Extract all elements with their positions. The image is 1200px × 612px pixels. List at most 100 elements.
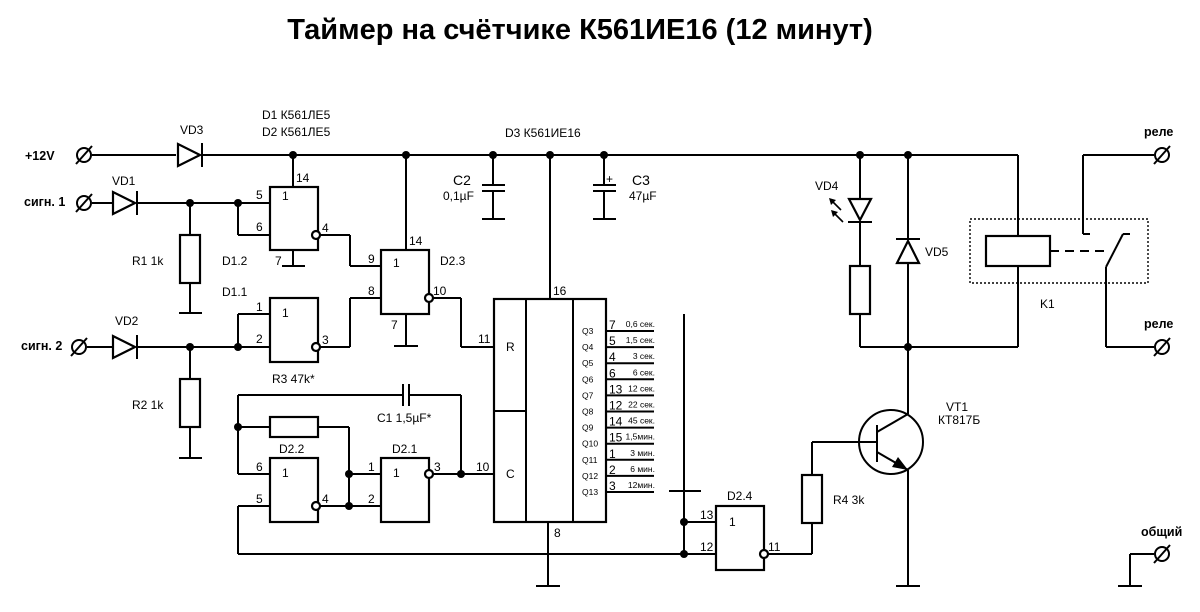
counter-output-q7[interactable]: Q7 13 12 сек. [582, 382, 655, 400]
capacitor-c3: + C3 47µF [593, 151, 657, 220]
signal2-terminal[interactable]: сигн. 2 [21, 337, 88, 357]
d1-2-label: D1.2 [222, 254, 248, 268]
signal1-terminal[interactable]: сигн. 1 [24, 193, 93, 213]
diode-vd1: VD1 [111, 174, 138, 216]
common-terminal[interactable]: общий [1118, 525, 1182, 587]
output-q-label: Q12 [582, 471, 598, 481]
output-delay-label: 1,5мин. [626, 432, 655, 442]
signal2-label: сигн. 2 [21, 339, 62, 353]
d2-4-pin-in2: 12 [700, 540, 714, 554]
resistor-r3: R3 47k* [268, 372, 320, 439]
relay-k1: K1 [969, 154, 1154, 348]
d1-2-pin-out: 4 [322, 221, 329, 235]
output-q-label: Q10 [582, 439, 598, 449]
d2-3-pin-in2: 8 [368, 284, 375, 298]
gate-d2-2: 1 6 5 4 D2.2 [256, 442, 381, 524]
output-q-label: Q7 [582, 390, 594, 400]
capacitor-c2: C2 0,1µF [443, 151, 505, 220]
d1-2-symbol: 1 [282, 189, 289, 203]
counter-clock-label: C [506, 467, 515, 481]
output-pin-number: 6 [609, 366, 616, 380]
output-delay-label: 0,6 сек. [626, 319, 655, 329]
signal1-label: сигн. 1 [24, 195, 65, 209]
d2-2-pin-in1: 6 [256, 460, 263, 474]
d2-1-pin-in1: 1 [368, 460, 375, 474]
relay-terminal-2[interactable]: реле [1144, 317, 1173, 357]
output-q-label: Q5 [582, 358, 594, 368]
d2-3-pin-in1: 9 [368, 252, 375, 266]
c2-value: 0,1µF [443, 189, 474, 203]
output-pin-number: 12 [609, 399, 623, 413]
output-delay-label: 3 мин. [630, 448, 655, 458]
d1-2-pin-gnd: 7 [275, 254, 282, 268]
c3-name: C3 [632, 172, 650, 188]
output-q-label: Q6 [582, 374, 594, 384]
d1-2-pin-in2: 6 [256, 220, 263, 234]
counter-output-q8[interactable]: Q8 12 22 сек. [582, 399, 655, 417]
gate-d1-1: 1 1 2 3 D1.1 [222, 285, 381, 364]
d2-2-pin-in2: 5 [256, 492, 263, 506]
d2-chip-label: D2 К561ЛЕ5 [262, 125, 331, 139]
output-pin-number: 3 [609, 479, 616, 493]
power-terminal[interactable]: +12V [25, 145, 93, 165]
output-pin-number: 1 [609, 447, 616, 461]
resistor-r1: R1 1k [132, 203, 202, 314]
capacitor-c1: C1 1,5µF* [377, 384, 432, 425]
counter-gnd-pin: 8 [554, 526, 561, 540]
diode-vd3: VD3 [176, 123, 204, 168]
r1-label: R1 1k [132, 254, 164, 268]
output-delay-label: 6 мин. [630, 464, 655, 474]
vd2-label: VD2 [115, 314, 139, 328]
counter-vcc-pin: 16 [553, 284, 567, 298]
k1-label: K1 [1040, 297, 1055, 311]
d2-3-pin-gnd: 7 [391, 318, 398, 332]
vd5-label: VD5 [925, 245, 949, 259]
counter-output-q13[interactable]: Q13 3 12мин. [582, 479, 655, 497]
output-selector-bus[interactable] [669, 314, 716, 558]
c1-label: C1 1,5µF* [377, 411, 432, 425]
r2-label: R2 1k [132, 398, 164, 412]
output-q-label: Q11 [582, 455, 598, 465]
d2-3-pin-out: 10 [433, 284, 447, 298]
d2-2-symbol: 1 [282, 466, 289, 480]
output-q-label: Q8 [582, 407, 594, 417]
counter-output-q11[interactable]: Q11 1 3 мин. [582, 447, 655, 465]
output-delay-label: 12 сек. [628, 383, 655, 393]
d2-4-label: D2.4 [727, 489, 753, 503]
output-q-label: Q4 [582, 342, 594, 352]
relay-terminal-1[interactable]: реле [1144, 125, 1173, 165]
common-terminal-label: общий [1141, 525, 1182, 539]
d1-2-pin-vcc: 14 [296, 171, 310, 185]
d2-3-label: D2.3 [440, 254, 466, 268]
resistor-led [848, 264, 872, 347]
d2-1-pin-out: 3 [434, 460, 441, 474]
d1-1-pin-in2: 2 [256, 332, 263, 346]
output-delay-label: 12мин. [628, 480, 655, 490]
c2-name: C2 [453, 172, 471, 188]
d1-1-pin-out: 3 [322, 333, 329, 347]
d1-1-pin-in1: 1 [256, 300, 263, 314]
relay-terminal-2-label: реле [1144, 317, 1173, 331]
output-delay-label: 22 сек. [628, 400, 655, 410]
c3-polarity: + [606, 172, 613, 186]
output-q-label: Q9 [582, 423, 594, 433]
led-vd4: VD4 [815, 151, 873, 266]
d1-2-pin-in1: 5 [256, 188, 263, 202]
d2-4-pin-in1: 13 [700, 508, 714, 522]
output-pin-number: 13 [609, 382, 623, 396]
output-q-label: Q13 [582, 487, 598, 497]
counter-reset-pin: 11 [478, 332, 491, 346]
transistor-vt1: VT1 КТ817Б [858, 400, 980, 475]
gate-d2-4: 1 13 12 11 D2.4 [700, 489, 812, 572]
diode-vd5: VD5 [895, 151, 949, 347]
d2-2-pin-out: 4 [322, 492, 329, 506]
